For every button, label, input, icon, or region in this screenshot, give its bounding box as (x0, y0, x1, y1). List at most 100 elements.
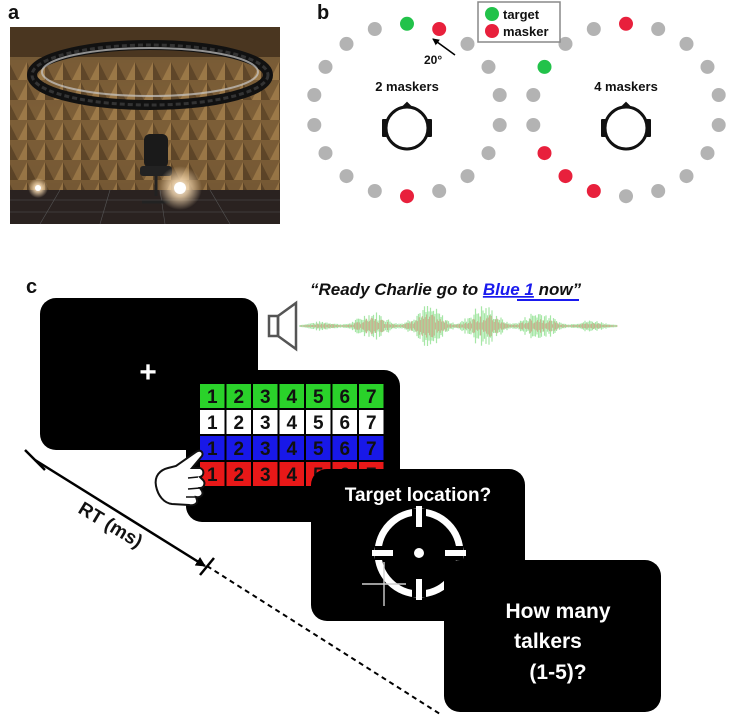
crosshair-dial-icon (372, 506, 466, 600)
grid-cell-white[interactable] (304, 408, 333, 436)
grid-cell-number: 7 (366, 439, 377, 460)
loudspeaker-dot (586, 184, 601, 198)
grid-cell-blue[interactable] (357, 434, 386, 462)
listener-head-left (382, 101, 432, 151)
legend: target masker (477, 1, 561, 43)
loudspeaker-dot (526, 118, 541, 132)
speaker-icon (267, 300, 298, 352)
grid-cell-number: 7 (366, 413, 377, 434)
loudspeaker-dot (460, 36, 475, 51)
grid-cell-number: 2 (233, 439, 244, 460)
loudspeaker-dot (619, 189, 633, 204)
grid-cell-number: 5 (313, 413, 324, 434)
loudspeaker-dot (700, 146, 715, 161)
grid-cell-number: 1 (207, 439, 218, 460)
loudspeaker-dot (367, 184, 382, 198)
loudspeaker-dot (619, 16, 633, 31)
grid-cell-number: 4 (286, 413, 297, 434)
loudspeaker-dot (367, 22, 382, 36)
grid-cell-number: 2 (233, 413, 244, 434)
grid-cell-number: 7 (366, 387, 377, 408)
speech-waveform (299, 306, 618, 346)
listener-head-right (601, 101, 651, 151)
grid-cell-red[interactable] (277, 460, 306, 488)
sentence-prefix: “Ready Charlie go to (310, 280, 483, 299)
loudspeaker-dot (460, 169, 475, 184)
condition-label-2-maskers: 2 maskers (375, 79, 439, 94)
legend-target-swatch (485, 7, 499, 21)
grid-cell-number: 4 (286, 387, 297, 408)
loudspeaker-dot (537, 146, 552, 161)
loudspeaker-dot (307, 118, 322, 132)
loudspeaker-dot (318, 146, 333, 161)
grid-cell-number: 1 (207, 465, 218, 486)
loudspeaker-dot (318, 59, 333, 74)
loudspeaker-dot (679, 36, 694, 51)
panel-b-letter: b (317, 2, 329, 24)
grid-cell-white[interactable] (198, 408, 227, 436)
grid-cell-number: 3 (260, 439, 271, 460)
loudspeaker-dot (651, 184, 666, 198)
grid-cell-green[interactable] (224, 382, 253, 410)
loudspeaker-dot (711, 88, 726, 102)
grid-cell-white[interactable] (277, 408, 306, 436)
loudspeaker-dot (432, 22, 447, 36)
loudspeaker-dot (558, 36, 573, 51)
loudspeaker-dot (679, 169, 694, 184)
panel-c-letter: c (26, 276, 37, 298)
target-sentence: “Ready Charlie go to Blue 1 now” (310, 280, 582, 299)
grid-cell-number: 4 (286, 465, 297, 486)
grid-cell-red[interactable] (251, 460, 280, 488)
talker-prompt-line-3: (1-5)? (529, 661, 586, 684)
grid-cell-number: 5 (313, 387, 324, 408)
angle-arrow (432, 38, 456, 56)
panel-a-letter: a (8, 2, 20, 24)
speaker-arrays (307, 16, 726, 204)
grid-cell-blue[interactable] (330, 434, 359, 462)
mouse-cursor-crosshair (362, 562, 406, 606)
grid-cell-number: 2 (233, 387, 244, 408)
sentence-suffix: now” (534, 280, 582, 299)
loudspeaker-dot (700, 59, 715, 74)
legend-masker-swatch (485, 24, 499, 38)
loudspeaker-dot (432, 184, 447, 198)
grid-cell-red[interactable] (224, 460, 253, 488)
loudspeaker-dot (400, 189, 414, 204)
grid-cell-white[interactable] (224, 408, 253, 436)
loudspeaker-dot (711, 118, 726, 132)
rt-timeline (24, 449, 441, 715)
condition-label-4-maskers: 4 maskers (594, 79, 658, 94)
loudspeaker-dot (481, 59, 496, 74)
grid-cell-number: 3 (260, 387, 271, 408)
grid-cell-blue[interactable] (198, 434, 227, 462)
fixation-cross: + (139, 356, 157, 389)
sentence-keyword: Blue 1 (483, 280, 534, 299)
grid-cell-number: 1 (207, 387, 218, 408)
loudspeaker-dot (537, 59, 552, 74)
pointing-hand-icon (154, 449, 206, 507)
loudspeaker-dot (481, 146, 496, 161)
grid-cell-number: 6 (339, 413, 350, 434)
loudspeaker-dot (526, 88, 541, 102)
loudspeaker-dot (492, 118, 507, 132)
grid-cell-number: 2 (233, 465, 244, 486)
legend-masker-label: masker (503, 24, 549, 39)
loudspeaker-dot (339, 169, 354, 184)
grid-cell-number: 6 (339, 439, 350, 460)
grid-cell-number: 3 (260, 465, 271, 486)
grid-cell-number: 3 (260, 413, 271, 434)
legend-target-label: target (503, 7, 540, 22)
talker-prompt-line-1: How many (505, 600, 610, 623)
loudspeaker-dot (586, 22, 601, 36)
grid-cell-green[interactable] (277, 382, 306, 410)
loudspeaker-dot (400, 16, 414, 31)
location-prompt: Target location? (345, 485, 491, 506)
angle-label: 20° (424, 53, 442, 67)
talker-prompt-line-2: talkers (514, 630, 582, 653)
grid-cell-blue[interactable] (304, 434, 333, 462)
grid-cell-number: 5 (313, 439, 324, 460)
grid-cell-number: 1 (207, 413, 218, 434)
talker-count-screen (444, 560, 661, 712)
grid-cell-number: 4 (286, 439, 297, 460)
